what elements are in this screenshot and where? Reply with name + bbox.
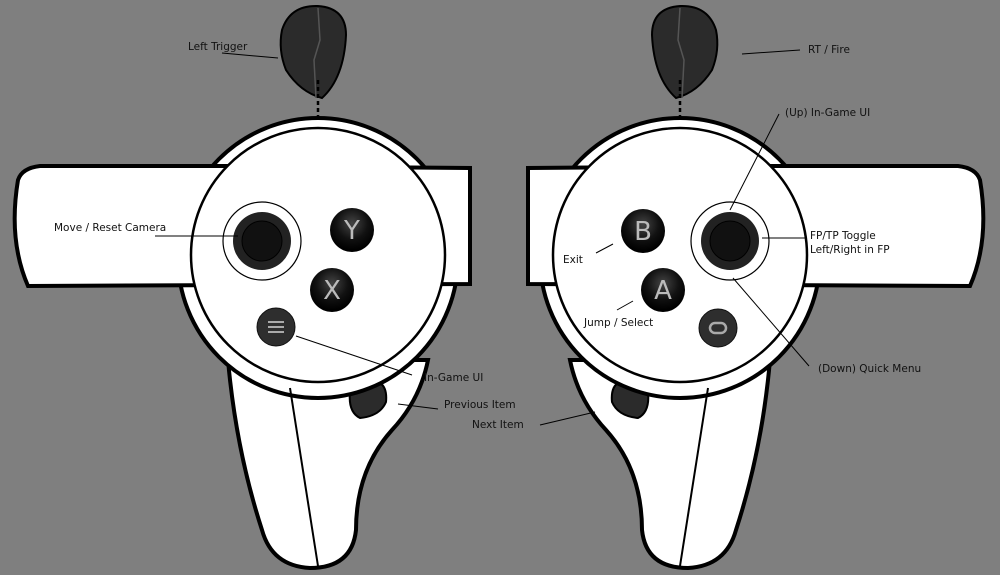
label-up-in-game-ui: (Up) In-Game UI [785, 107, 871, 119]
x-button[interactable]: X [310, 268, 354, 312]
menu-icon [268, 321, 284, 333]
label-down-quick-menu: (Down) Quick Menu [818, 363, 922, 375]
svg-text:Y: Y [343, 216, 360, 246]
label-previous-item: Previous Item [444, 399, 516, 411]
left-thumbstick[interactable] [222, 201, 302, 281]
svg-text:B: B [634, 217, 652, 247]
svg-text:A: A [654, 276, 672, 306]
right-controller: B A [526, 3, 986, 570]
label-move-reset-camera: Move / Reset Camera [54, 222, 167, 234]
label-exit: Exit [563, 254, 583, 266]
label-fp-tp-toggle: FP/TP Toggle [810, 230, 876, 242]
leader-lines [155, 49, 810, 426]
b-button[interactable]: B [621, 209, 665, 253]
a-button[interactable]: A [641, 268, 685, 312]
menu-button[interactable] [256, 307, 296, 347]
svg-text:X: X [323, 276, 341, 306]
label-next-item: Next Item [472, 419, 524, 431]
oculus-icon [708, 321, 728, 335]
left-controller: Y X [12, 3, 473, 570]
label-jump-select: Jump / Select [584, 317, 654, 329]
right-thumbstick[interactable] [690, 201, 770, 281]
oculus-button[interactable] [698, 308, 738, 348]
label-left-trigger: Left Trigger [188, 41, 248, 53]
y-button[interactable]: Y [330, 208, 374, 252]
label-left-right-fp: Left/Right in FP [810, 244, 890, 256]
label-in-game-ui: In-Game UI [424, 372, 484, 384]
label-rt-fire: RT / Fire [808, 44, 850, 56]
